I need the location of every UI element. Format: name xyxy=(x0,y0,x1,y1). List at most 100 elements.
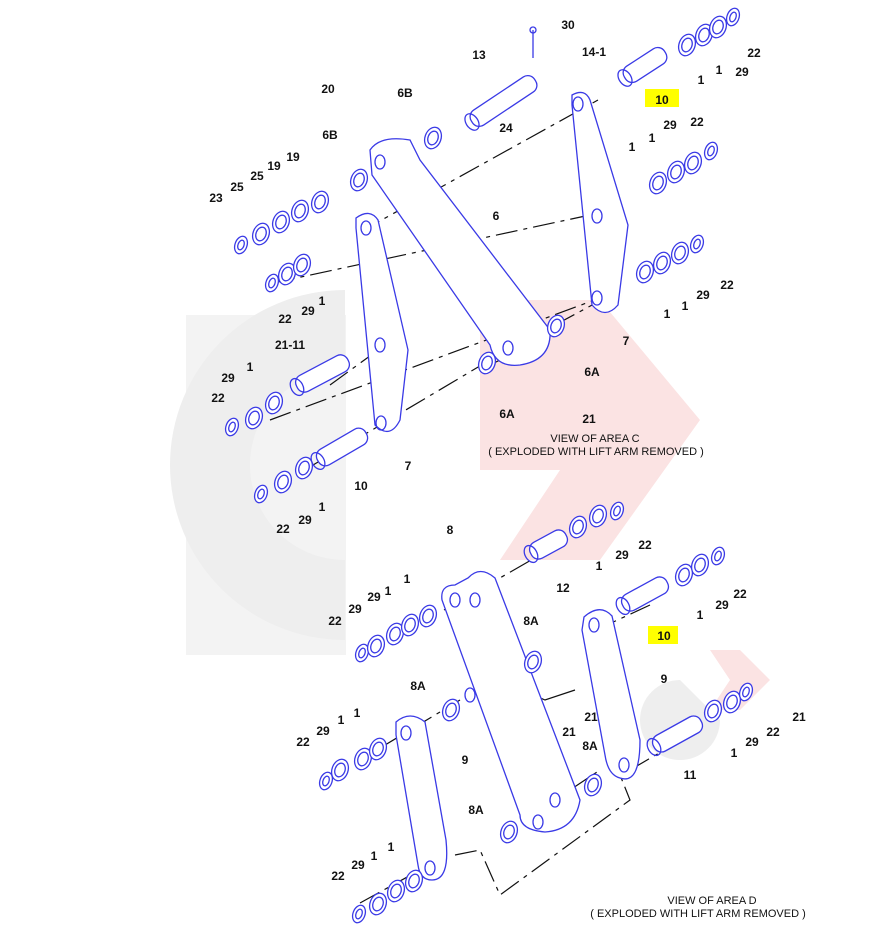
callout-label: 29 xyxy=(715,598,729,612)
bore-hole xyxy=(618,757,630,773)
washer xyxy=(583,773,603,797)
callout-label: 6B xyxy=(322,128,338,142)
link-plate xyxy=(369,138,551,366)
callout-label: 6A xyxy=(584,365,600,379)
callout-label: 8A xyxy=(468,803,484,817)
bore-hole xyxy=(375,415,387,431)
callout-label: 29 xyxy=(301,304,315,318)
callout-label: 22 xyxy=(690,115,704,129)
callout-label: 21 xyxy=(792,710,806,724)
bore-hole xyxy=(591,208,603,224)
center-line xyxy=(454,774,631,896)
callout-label: 29 xyxy=(615,548,629,562)
callout-label: 19 xyxy=(267,159,281,173)
snap-ring xyxy=(710,546,726,566)
link-plate xyxy=(355,212,409,432)
callout-label: 20 xyxy=(321,82,335,96)
washer xyxy=(251,222,271,246)
washer xyxy=(652,251,672,275)
washer xyxy=(277,262,297,286)
snap-ring xyxy=(253,484,269,504)
bore-hole xyxy=(424,860,436,876)
washers xyxy=(224,7,754,924)
washer xyxy=(400,613,420,637)
callout-label: 9 xyxy=(462,753,469,767)
callout-label: 29 xyxy=(298,513,312,527)
bore-hole xyxy=(549,792,561,808)
bolt-head xyxy=(529,26,537,34)
callout-label: 1 xyxy=(698,73,705,87)
washer xyxy=(404,869,424,893)
center-line xyxy=(269,297,601,421)
bore-hole xyxy=(532,814,544,830)
callout-label: 29 xyxy=(745,735,759,749)
callout-label: 1 xyxy=(388,840,395,854)
callout-label: 8A xyxy=(410,679,426,693)
caption-area-c-title: VIEW OF AREA C xyxy=(550,433,639,445)
callout-label: 8A xyxy=(582,739,598,753)
bore-hole xyxy=(572,96,584,112)
washer xyxy=(264,391,284,415)
washer xyxy=(674,563,694,587)
callout-label: 12 xyxy=(556,581,570,595)
callout-label: 22 xyxy=(328,614,342,628)
snap-ring xyxy=(233,235,249,255)
callout-label: 22 xyxy=(766,725,780,739)
washer xyxy=(273,470,293,494)
snap-ring xyxy=(351,904,367,924)
callout-label: 10 xyxy=(655,93,669,107)
bore-hole xyxy=(588,617,600,633)
callout-label: 19 xyxy=(286,150,300,164)
bore-hole xyxy=(374,154,386,170)
washer xyxy=(423,126,443,150)
callout-label: 22 xyxy=(276,522,290,536)
callout-label: 6 xyxy=(493,209,500,223)
caption-area-c-subtitle: ( EXPLODED WITH LIFT ARM REMOVED ) xyxy=(488,446,704,458)
callout-label: 1 xyxy=(247,360,254,374)
washer xyxy=(418,604,438,628)
highlight-10-bottom xyxy=(648,626,678,644)
washer xyxy=(670,241,690,265)
washer xyxy=(477,351,497,375)
bore-hole xyxy=(502,340,514,356)
callout-label: 1 xyxy=(596,559,603,573)
pin xyxy=(646,715,704,757)
washer xyxy=(441,698,461,722)
callout-label: 29 xyxy=(735,65,749,79)
callout-label: 1 xyxy=(649,131,656,145)
washer xyxy=(244,406,264,430)
callout-label: 6B xyxy=(397,86,413,100)
pin xyxy=(289,354,351,397)
pins xyxy=(289,26,704,757)
washer xyxy=(677,33,697,57)
bore-hole xyxy=(469,592,481,608)
caption-area-d-title: VIEW OF AREA D xyxy=(667,895,756,907)
callout-label: 8A xyxy=(523,614,539,628)
washer xyxy=(292,253,312,277)
bore-hole xyxy=(374,337,386,353)
callout-label: 11 xyxy=(684,768,697,782)
callout-label: 8 xyxy=(447,523,454,537)
washer xyxy=(290,199,310,223)
callout-label: 7 xyxy=(405,459,412,473)
callout-label: 1 xyxy=(731,746,738,760)
washer xyxy=(683,151,703,175)
callout-label: 29 xyxy=(316,724,330,738)
callout-label: 22 xyxy=(331,869,345,883)
callout-label: 1 xyxy=(629,140,636,154)
washer xyxy=(722,690,742,714)
callout-label: 29 xyxy=(351,858,365,872)
washer xyxy=(708,15,728,39)
link-plates xyxy=(355,91,641,881)
callout-label: 23 xyxy=(209,191,223,205)
washer xyxy=(385,622,405,646)
washer xyxy=(499,820,519,844)
pin xyxy=(523,529,569,564)
callout-label: 29 xyxy=(696,288,710,302)
callout-label: 22 xyxy=(638,538,652,552)
callout-label: 22 xyxy=(278,312,292,326)
bore-hole xyxy=(400,725,412,741)
washer xyxy=(648,171,668,195)
washer xyxy=(703,699,723,723)
